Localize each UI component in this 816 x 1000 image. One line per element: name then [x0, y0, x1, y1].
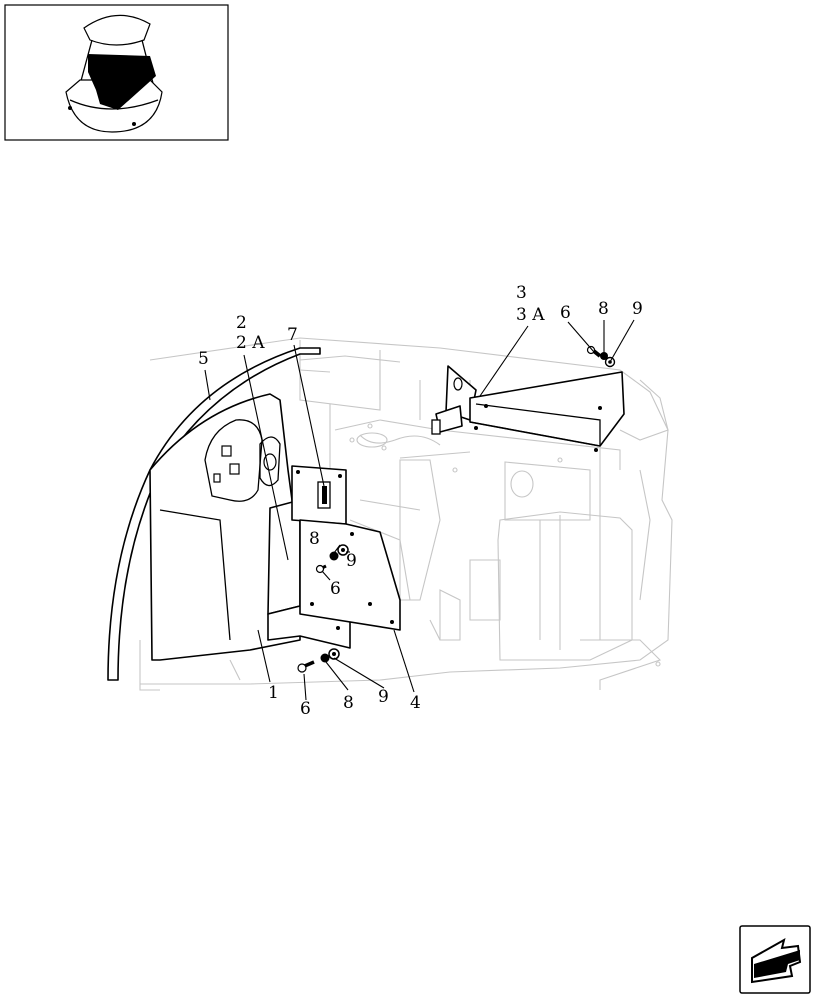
machine-locator-thumbnail-icon	[65, 14, 163, 133]
fasteners-mid	[315, 544, 349, 574]
crossmember-bracket	[431, 365, 625, 452]
callout-3a: 3 A	[516, 305, 545, 325]
callout-3: 3	[516, 283, 527, 303]
callout-9-top: 9	[632, 299, 643, 319]
callout-6-top: 6	[560, 303, 571, 323]
callout-6-bot: 6	[300, 699, 311, 719]
callout-9-bot: 9	[378, 687, 389, 707]
callout-6-mid: 6	[330, 579, 341, 599]
callout-8-bot: 8	[343, 693, 354, 713]
callout-7: 7	[287, 325, 298, 345]
callout-8-top: 8	[598, 299, 609, 319]
upper-bracket	[291, 465, 347, 525]
callout-1: 1	[268, 683, 279, 703]
callout-2: 2	[236, 313, 247, 333]
next-page-arrow-icon[interactable]	[739, 925, 811, 994]
callout-5: 5	[198, 349, 209, 369]
leader-lines	[204, 319, 635, 701]
callout-labels: 5 2 2 A 7 3 3 A 6 8 9 8 9 6 1 6 8 9 4	[198, 283, 643, 719]
fasteners-bottom	[297, 648, 340, 673]
callout-8-mid: 8	[309, 529, 320, 549]
callout-9-mid: 9	[346, 551, 357, 571]
callout-2a: 2 A	[236, 333, 265, 353]
mounting-plate	[299, 519, 401, 631]
locator-thumbnail	[4, 4, 229, 141]
callout-4: 4	[410, 693, 421, 713]
